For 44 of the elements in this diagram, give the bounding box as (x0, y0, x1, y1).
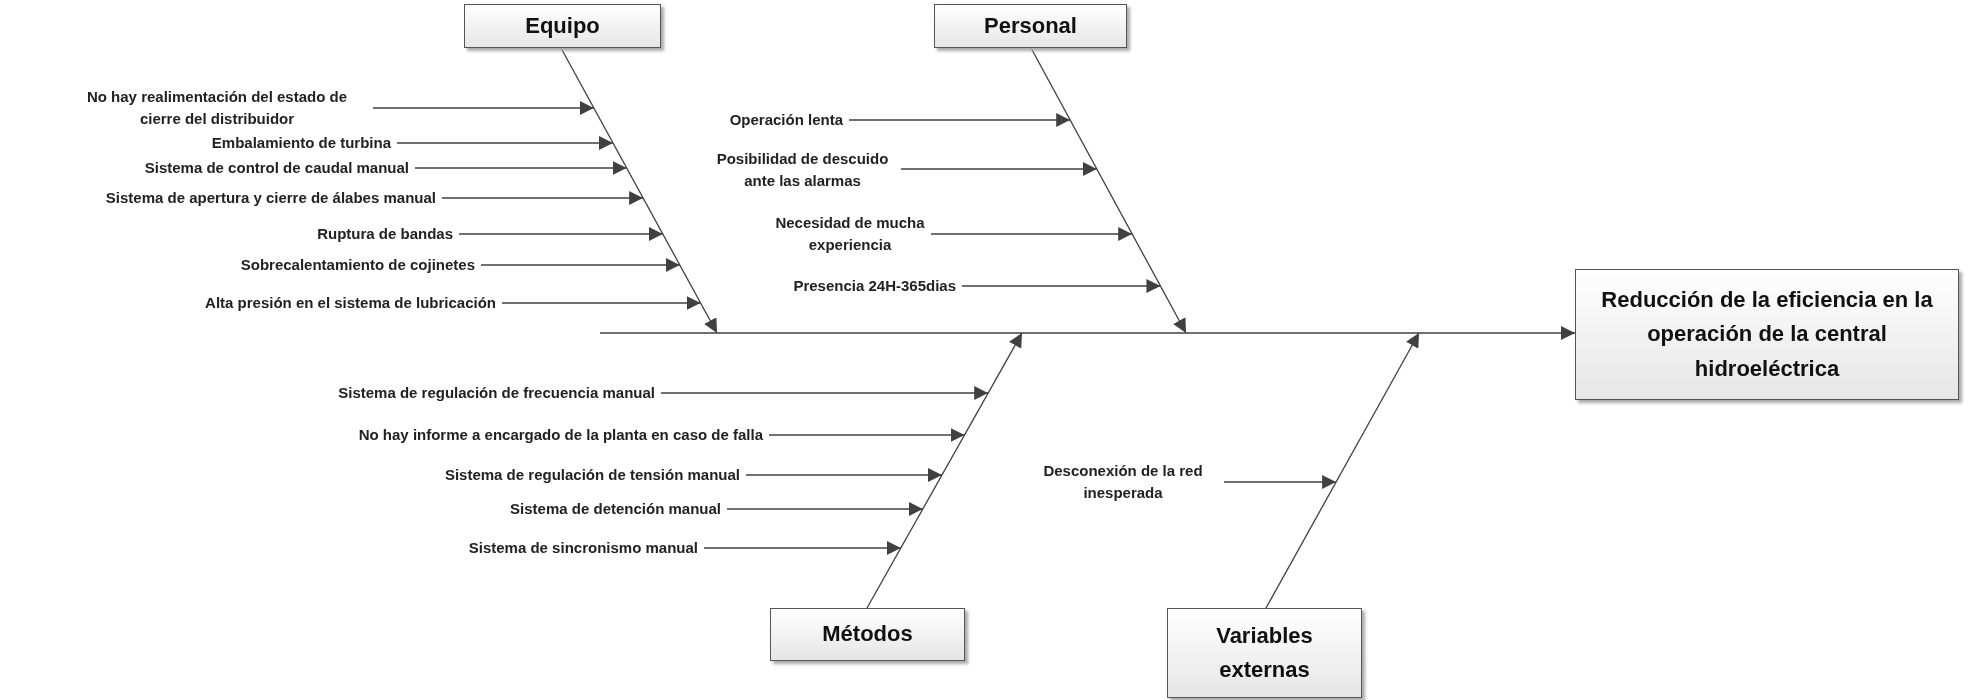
cause-label: Sistema de regulación de tensión manual (444, 464, 740, 486)
arrow (961, 279, 1162, 293)
arrow (501, 296, 702, 310)
cause-label: Sistema de control de caudal manual (144, 157, 409, 179)
arrow (372, 101, 595, 115)
cause-label: Operación lenta (729, 109, 843, 131)
cause-label: Alta presión en el sistema de lubricación (205, 292, 496, 314)
cause-label: Necesidad de mucha experiencia (775, 212, 925, 256)
arrow (441, 191, 644, 205)
category-box: Métodos (770, 608, 965, 661)
arrow (660, 386, 989, 400)
cause-label: Posibilidad de descuido ante las alarmas (710, 148, 895, 192)
cause-label: No hay realimentación del estado de cierre del distribuidor (67, 86, 367, 130)
cause-label: Sistema de apertura y cierre de álabes manual (105, 187, 436, 209)
cause-label: Embalamiento de turbina (211, 132, 391, 154)
arrow (726, 502, 924, 516)
category-box: Variables externas (1167, 608, 1362, 698)
arrow (1223, 475, 1337, 489)
arrow (848, 113, 1071, 127)
bone-arrow (1030, 47, 1187, 334)
bone-arrow (1265, 332, 1420, 609)
arrow (745, 468, 943, 482)
cause-label: Presencia 24H-365dias (793, 275, 956, 297)
arrow (480, 258, 681, 272)
effect-box: Reducción de la eficiencia en la operación de la central hidroeléctrica (1575, 269, 1959, 400)
arrow (458, 227, 664, 241)
cause-label: Desconexión de la red inesperada (1028, 460, 1218, 504)
cause-label: No hay informe a encargado de la planta en caso de falla (358, 424, 763, 446)
cause-label: Sistema de regulación de frecuencia manual (338, 382, 655, 404)
arrow (900, 162, 1098, 176)
arrow (703, 541, 902, 555)
arrow (396, 136, 614, 150)
bone-arrow (866, 332, 1023, 609)
arrow (768, 428, 966, 442)
arrow (414, 161, 628, 175)
category-box: Personal (934, 4, 1127, 48)
cause-label: Sistema de detención manual (510, 498, 721, 520)
arrow (930, 227, 1133, 241)
bone-arrow (560, 47, 718, 334)
cause-label: Sistema de sincronismo manual (468, 537, 698, 559)
cause-label: Sobrecalentamiento de cojinetes (240, 254, 475, 276)
spine-arrow (599, 326, 1576, 340)
category-box: Equipo (464, 4, 661, 48)
cause-label: Ruptura de bandas (317, 223, 453, 245)
